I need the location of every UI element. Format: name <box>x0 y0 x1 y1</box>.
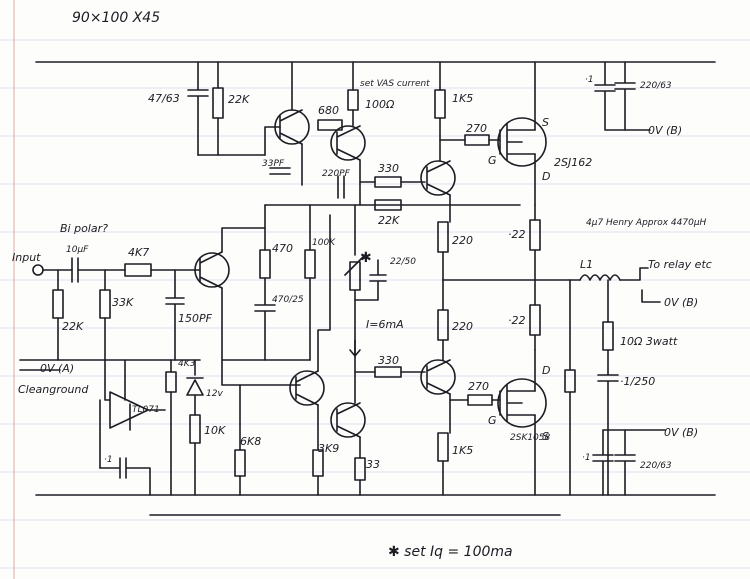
label-r-servo: 10K <box>204 424 226 437</box>
label-r-100k: 100K <box>312 238 336 248</box>
label-r-6k8: 6K8 <box>240 435 261 448</box>
label-c-top: 47/63 <box>148 92 180 105</box>
label-r-680: 680 <box>318 104 339 117</box>
label-s1: S <box>542 116 549 129</box>
label-c-2250: 22/50 <box>390 257 416 267</box>
label-r-22a: ·22 <box>508 228 526 241</box>
label-c-top-rail-a: ·1 <box>585 75 594 85</box>
upper-current-source <box>187 61 366 206</box>
label-r-1k5a: 1K5 <box>452 92 473 105</box>
label-r-330a: 330 <box>378 162 399 175</box>
label-inductor: 4μ7 Henry Approx 4470μH <box>586 218 707 228</box>
label-r-in-shunt: 22K <box>62 320 84 333</box>
label-r-top: 22K <box>228 93 250 106</box>
label-bipolar: Bi polar? <box>60 222 108 235</box>
label-r-270b: 270 <box>468 380 489 393</box>
label-zobel-c: ·1/250 <box>620 375 655 388</box>
label-c-top-rail-b: 220/63 <box>640 81 672 91</box>
output-network <box>564 61 666 496</box>
label-r-in-series: 4K7 <box>128 246 149 259</box>
label-gnd-b3: 0V (B) <box>664 426 698 439</box>
label-zener: 12v <box>206 389 223 399</box>
label-r-22b: ·22 <box>508 314 526 327</box>
label-r-bias: 33K <box>112 296 134 309</box>
label-c-470: 470/25 <box>272 295 304 305</box>
label-c-220: 220PF <box>322 169 351 179</box>
label-l1: L1 <box>580 258 593 271</box>
input-stage <box>19 257 204 496</box>
label-q-top: 2SJ162 <box>554 156 592 169</box>
label-r-470: 470 <box>272 242 293 255</box>
label-ground-a: 0V (A) <box>40 362 74 375</box>
component-labels: Input Bi polar? 10μF 4K7 22K 33K 150PF 0… <box>12 75 712 471</box>
label-r-zener: 4K3 <box>178 359 196 369</box>
label-r-33: 33 <box>366 458 380 471</box>
input-transistor <box>194 227 301 386</box>
label-g1: G <box>488 154 497 167</box>
label-r-22k-b: 22K <box>378 214 400 227</box>
label-gnd-b2: 0V (B) <box>664 296 698 309</box>
label-r-270a: 270 <box>466 122 487 135</box>
label-r-100: 100Ω <box>365 98 395 111</box>
label-r-220a: 220 <box>452 234 473 247</box>
output-stage <box>497 61 571 496</box>
label-c-bot-rail-a: ·1 <box>582 453 591 463</box>
label-g2: G <box>488 414 497 427</box>
label-d1: D <box>542 170 550 183</box>
header-note: 90×100 X45 <box>72 10 160 26</box>
label-r-1k5b: 1K5 <box>452 444 473 457</box>
label-opamp: TL071 <box>132 405 160 415</box>
label-c-in: 10μF <box>66 245 89 255</box>
vas-stage <box>234 176 426 496</box>
label-i6: I=6mA <box>366 318 404 331</box>
label-r-3k9: 3K9 <box>318 442 339 455</box>
feedback-network <box>221 204 521 361</box>
label-input: Input <box>12 251 41 264</box>
label-c-comp: 33PF <box>262 159 285 169</box>
footnote: ✱ set Iq = 100ma <box>388 544 513 560</box>
supply-rails <box>35 61 716 516</box>
label-c-bot-rail-b: 220/63 <box>640 461 672 471</box>
label-r-330b: 330 <box>378 354 399 367</box>
label-d2: D <box>542 364 550 377</box>
label-c-servo: ·1 <box>104 455 113 465</box>
label-s2: S <box>542 430 549 443</box>
label-r-vas-set: set VAS current <box>360 79 430 89</box>
label-r-220b: 220 <box>452 320 473 333</box>
driver-stage <box>420 61 536 496</box>
label-to-relay: To relay etc <box>648 258 712 271</box>
label-zobel-r: 10Ω 3watt <box>620 335 678 348</box>
label-clean-ground: Cleanground <box>18 383 89 396</box>
label-gnd-b1: 0V (B) <box>648 124 682 137</box>
label-pot-bias: ✱ <box>360 250 372 266</box>
label-c-rf: 150PF <box>178 312 213 325</box>
label-q-bot: 2SK1058 <box>510 433 551 443</box>
